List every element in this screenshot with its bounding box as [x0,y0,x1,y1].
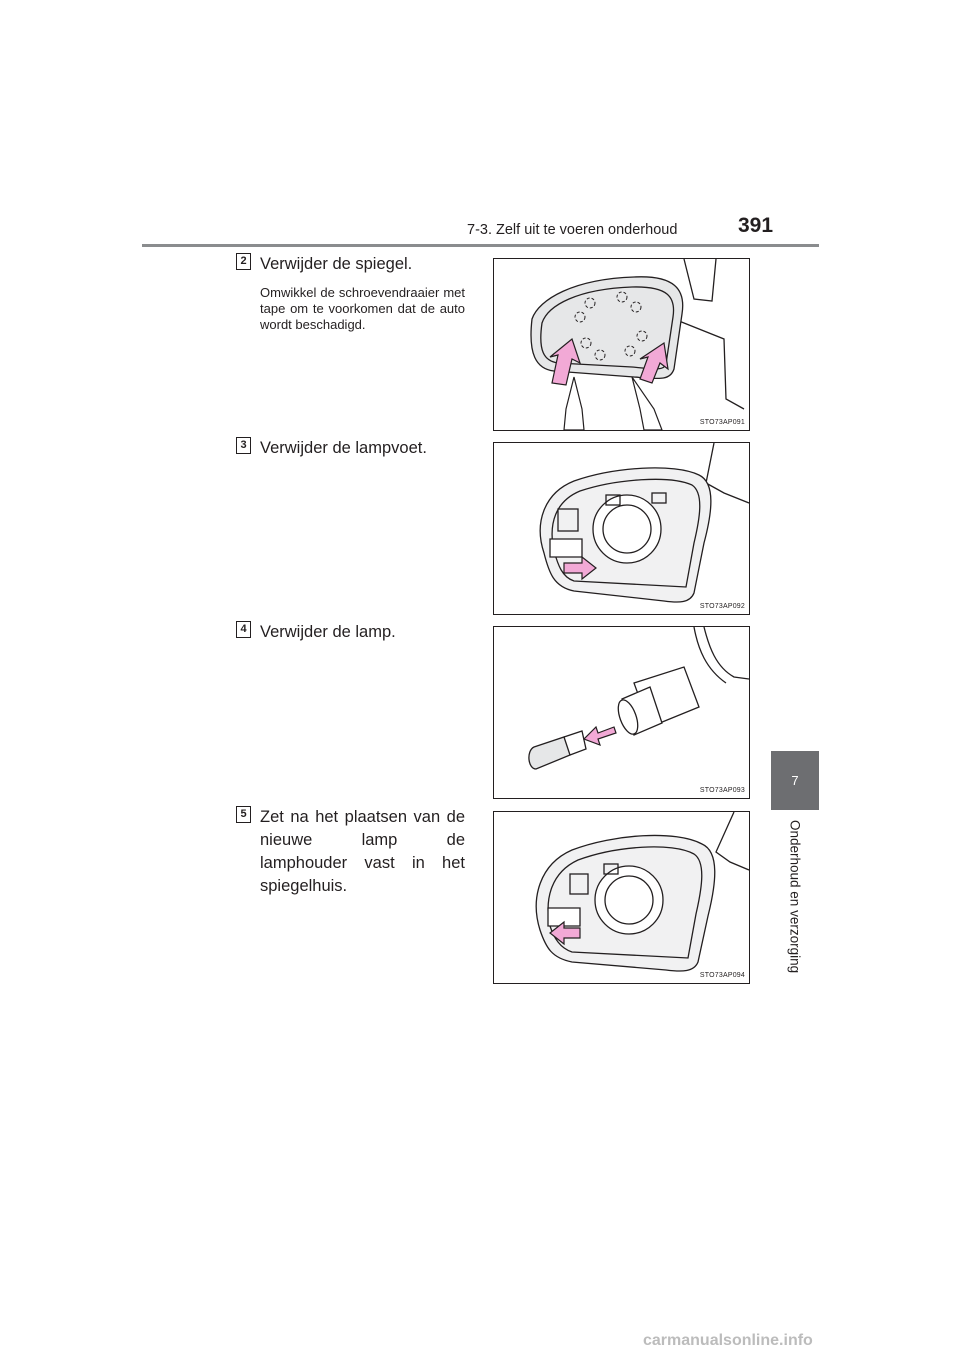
step-title: Verwijder de lampvoet. [260,439,427,457]
chapter-title: Onderhoud en verzorging [787,820,803,974]
figure-remove-mirror: STO73AP091 [493,258,750,431]
page-number: 391 [738,214,774,237]
step-number-badge: 4 [236,621,251,638]
step-number-badge: 5 [236,806,251,823]
figure-remove-socket: STO73AP092 [493,442,750,615]
bulb-removal-illustration [528,627,749,770]
figure-code: STO73AP094 [699,972,745,979]
socket-removal-illustration [539,443,749,603]
step-title: Zet na het plaatsen van de nieuwe lamp d… [260,808,465,895]
section-title: 7-3. Zelf uit te voeren onderhoud [467,222,678,238]
figure-code: STO73AP092 [699,603,745,610]
step-title: Verwijder de lamp. [260,623,396,641]
step-title: Verwijder de spiegel. [260,255,413,273]
header-divider [142,244,819,247]
figure-install-socket: STO73AP094 [493,811,750,984]
figure-remove-bulb: STO73AP093 [493,626,750,799]
figure-code: STO73AP091 [699,419,745,426]
figure-code: STO73AP093 [699,787,745,794]
chapter-number: 7 [791,773,799,788]
arrow-up-left [549,337,582,386]
step-number-badge: 3 [236,437,251,454]
watermark: carmanualsonline.info [643,1332,813,1349]
chapter-tab: 7 [771,751,819,810]
step-number-badge: 2 [236,253,251,270]
arrow-left [582,725,617,747]
arrow-left [549,920,581,946]
arrow-right [563,555,597,581]
step-note: Omwikkel de schroevendraaier met tape om… [260,285,465,332]
mirror-removal-illustration [530,259,745,430]
arrow-up-right [639,341,669,384]
socket-install-illustration [535,812,749,972]
